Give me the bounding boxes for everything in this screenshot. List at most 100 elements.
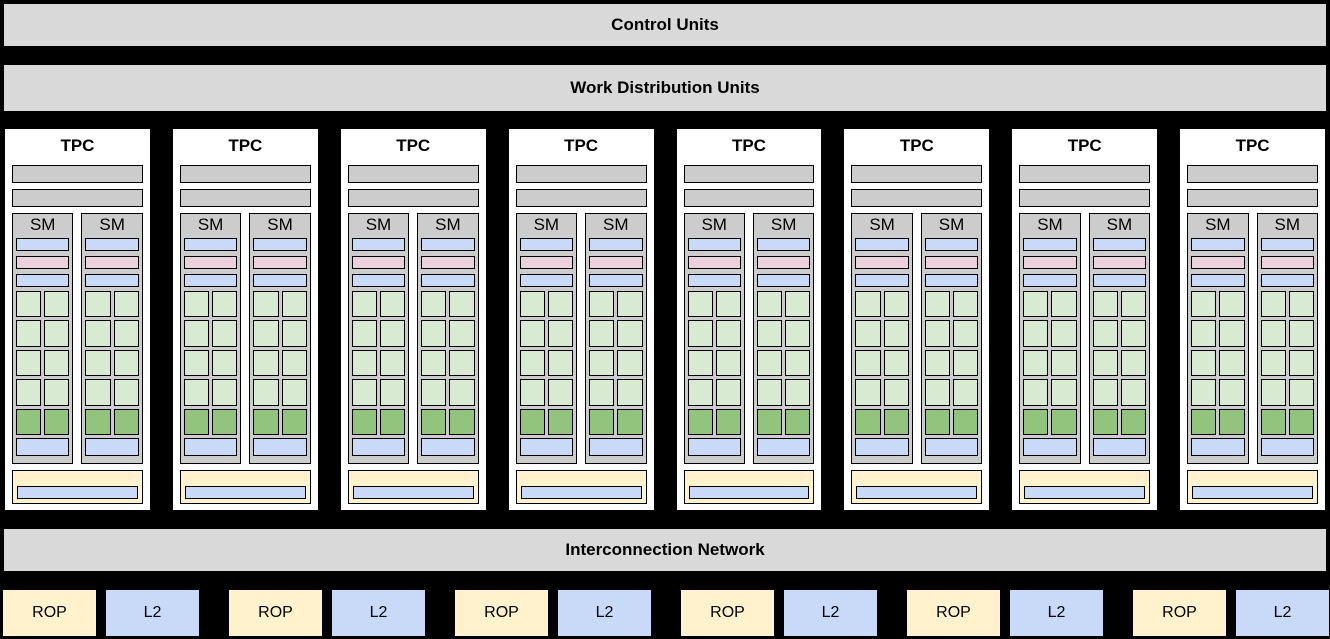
sm-core-cell-dark — [449, 408, 475, 435]
sm-blue-bar-mid — [1023, 274, 1077, 287]
sm-row: SM SM — [1187, 213, 1318, 464]
sm-core-cell-dark — [351, 408, 377, 435]
sm-core-cell-light — [589, 379, 615, 406]
sm-core-cell-light — [281, 320, 307, 347]
texture-cache-bar — [184, 486, 306, 499]
sm-core-grid — [85, 291, 139, 435]
sm-core-cell-light — [1092, 291, 1118, 318]
sm-core-cell-light — [953, 291, 979, 318]
sm-title: SM — [365, 215, 392, 234]
sm-core-cell-light — [756, 379, 783, 406]
sm-block: SM — [1256, 213, 1318, 464]
tpc-title: TPC — [899, 136, 934, 155]
sm-core-cell-light — [253, 320, 279, 347]
sm-core-cell-light — [519, 379, 545, 406]
sm-core-cell-dark — [1120, 408, 1147, 435]
sm-core-cell-dark — [1051, 408, 1077, 435]
sm-core-cell-light — [113, 349, 139, 377]
tpc-block: TPC SM SM — [1178, 127, 1327, 512]
sm-core-cell-dark — [715, 408, 741, 435]
sm-core-cell-light — [351, 349, 377, 377]
sm-core-cell-light — [785, 349, 811, 377]
sm-core-cell-light — [687, 379, 713, 406]
sm-core-cell-light — [281, 349, 307, 377]
sm-core-cell-light — [687, 291, 713, 318]
texture-cache-bar — [688, 486, 810, 499]
sm-core-cell-light — [379, 291, 406, 318]
sm-core-cell-light — [1051, 291, 1077, 318]
sm-pink-bar — [519, 256, 574, 269]
rop-l2-pair: ROP L2 — [229, 590, 425, 636]
tpc-title: TPC — [228, 136, 263, 155]
sm-core-cell-light — [253, 291, 279, 318]
sm-core-cell-light — [855, 320, 881, 347]
sm-title: SM — [99, 215, 125, 234]
sm-blue-bar-top — [924, 238, 979, 251]
tpc-block: TPC SM SM — [3, 127, 152, 512]
sm-block: SM — [585, 213, 647, 464]
sm-core-cell-light — [253, 379, 279, 406]
control-units-label: Control Units — [611, 15, 719, 34]
sm-core-cell-light — [756, 320, 783, 347]
sm-core-cell-light — [1051, 320, 1077, 347]
tpc-controller-bar-1 — [683, 165, 815, 183]
sm-core-cell-light — [183, 379, 210, 406]
sm-row: SM SM — [515, 213, 647, 464]
tpc-controller-bar-1 — [347, 165, 479, 183]
rop-block: ROP — [455, 590, 548, 636]
sm-core-cell-light — [85, 320, 111, 347]
texture-cache-bar — [352, 486, 474, 499]
sm-bottom-blue-bar — [351, 438, 406, 456]
sm-core-grid — [1092, 291, 1147, 435]
sm-core-cell-light — [1288, 291, 1314, 318]
sm-core-cell-light — [1288, 349, 1314, 377]
sm-row: SM SM — [12, 213, 143, 464]
rop-l2-pair: ROP L2 — [455, 590, 651, 636]
sm-blue-bar-top — [16, 238, 70, 251]
sm-title: SM — [533, 215, 560, 234]
sm-blue-bar-top — [351, 238, 406, 251]
sm-core-cell-light — [85, 379, 111, 406]
sm-blue-bar-mid — [1191, 274, 1245, 287]
sm-block: SM — [249, 213, 311, 464]
sm-blue-bar-top — [1023, 238, 1077, 251]
tpc-controller-bar-1 — [179, 165, 311, 183]
sm-pink-bar — [1260, 256, 1314, 269]
sm-core-cell-light — [547, 320, 574, 347]
sm-core-grid — [183, 291, 238, 435]
sm-core-cell-light — [1260, 379, 1286, 406]
sm-title: SM — [1106, 215, 1133, 234]
sm-core-cell-dark — [785, 408, 811, 435]
sm-blue-bar-top — [183, 238, 238, 251]
texture-unit-box — [851, 470, 983, 504]
sm-core-cell-light — [883, 349, 909, 377]
sm-core-cell-light — [1051, 379, 1077, 406]
sm-blue-bar-mid — [1092, 274, 1147, 287]
texture-unit-box — [1019, 470, 1151, 504]
sm-bottom-blue-bar — [1023, 438, 1077, 456]
sm-core-cell-light — [589, 291, 615, 318]
tpc-controller-bar-1 — [515, 165, 647, 183]
sm-title: SM — [869, 215, 895, 234]
sm-core-cell-light — [756, 349, 783, 377]
sm-core-cell-light — [1120, 379, 1147, 406]
sm-bottom-blue-bar — [855, 438, 909, 456]
sm-core-cell-light — [617, 291, 643, 318]
tpc-title: TPC — [396, 136, 431, 155]
sm-core-cell-light — [519, 320, 545, 347]
sm-core-cell-light — [855, 349, 881, 377]
sm-core-cell-light — [1191, 349, 1217, 377]
sm-blue-bar-top — [756, 238, 811, 251]
sm-block: SM — [1019, 213, 1081, 464]
sm-block: SM — [1088, 213, 1151, 464]
sm-block: SM — [752, 213, 815, 464]
tpc-block: TPC SM SM — [842, 127, 992, 512]
tpc-block: TPC SM SM — [170, 127, 320, 512]
sm-core-cell-light — [617, 320, 643, 347]
sm-blue-bar-mid — [756, 274, 811, 287]
sm-blue-bar-top — [687, 238, 741, 251]
sm-core-grid — [351, 291, 406, 435]
sm-pink-bar — [16, 256, 70, 269]
sm-core-cell-light — [183, 291, 210, 318]
sm-core-cell-light — [855, 379, 881, 406]
